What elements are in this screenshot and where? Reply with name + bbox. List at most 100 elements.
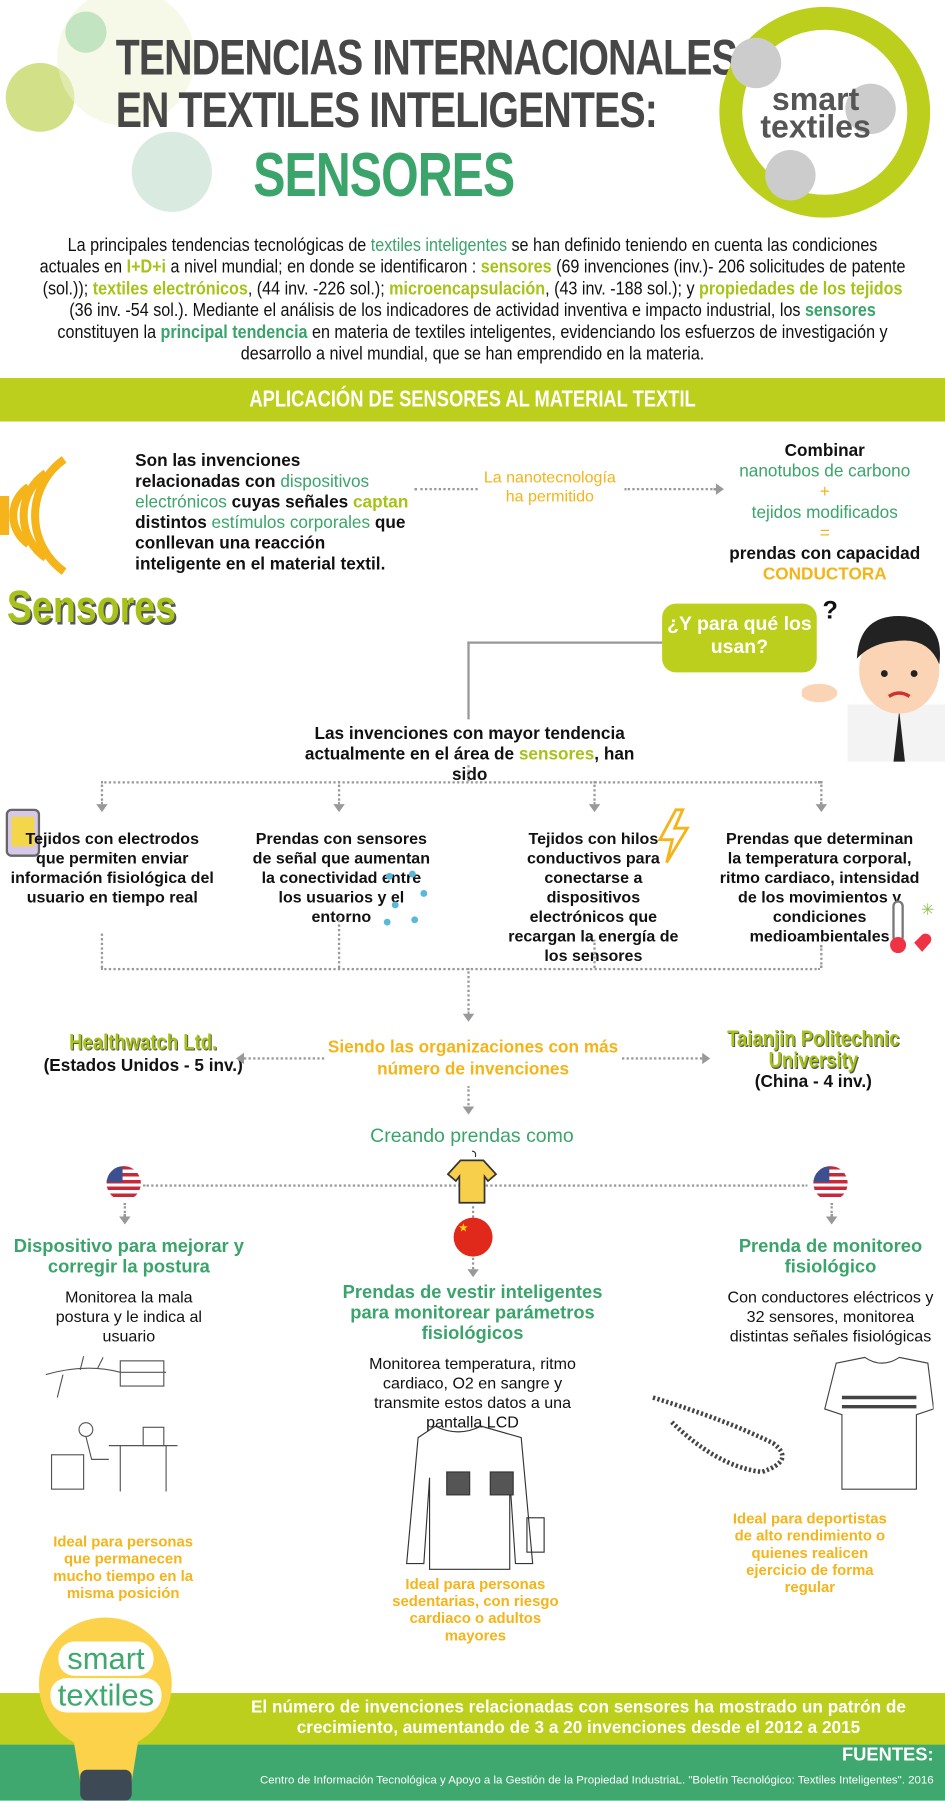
product-title: Dispositivo para mejorar y corregir la p… [13,1237,244,1278]
arrow-right-icon [702,1052,711,1065]
usa-flag-icon [813,1166,848,1201]
arrow-left-icon [235,1052,244,1065]
arrow-right-icon [715,483,724,495]
product-card: Dispositivo para mejorar y corregir la p… [6,1237,252,1346]
bubble-text: ¿Y para qué los usan? [667,612,812,658]
signal-waves-icon [0,456,67,575]
decoration [841,1395,917,1409]
decoration [471,1257,475,1270]
intro-text: en materia de textiles inteligentes, evi… [240,323,888,365]
smart-textiles-logo: smart textiles [713,6,938,219]
posture-device-drawing [45,1356,178,1492]
decoration [887,691,911,698]
decoration [910,670,918,677]
decoration [0,496,10,535]
decoration [383,870,428,926]
decoration [657,808,690,864]
org-right-detail: (China - 4 inv.) [754,1072,872,1092]
definition-highlight: estímulos corporales [211,513,371,533]
confused-man-icon [801,616,945,762]
network-icon [383,870,428,926]
decoration [471,1150,477,1158]
decoration [78,1422,94,1438]
sources-text: Centro de Información Tecnológica y Apoy… [259,1774,934,1787]
arrow-down-icon [333,804,345,813]
use-item: Tejidos con electrodos que permiten envi… [10,829,214,907]
decoration [489,1471,514,1496]
decoration [880,670,888,677]
intro-text: a nivel mundial; en donde se identificar… [166,257,481,278]
decoration [845,83,896,135]
product-card: Prendas de vestir inteligentes para moni… [332,1283,613,1432]
decoration [622,1057,703,1060]
combine-line: = [819,523,830,543]
sources-band [0,1744,945,1801]
intro-highlight: principal tendencia [160,323,308,343]
decoration [830,1202,833,1217]
arrow-down-icon [815,804,828,813]
creating-text: Creando prendas como [370,1124,574,1147]
title-line-3: SENSORES [253,140,515,210]
footer-logo-textiles: textiles [50,1678,161,1713]
connector-line [467,641,470,720]
decoration [820,781,823,805]
intro-text: La principales tendencias tecnológicas d… [67,235,371,256]
use-item: Prendas con sensores de señal que aument… [252,829,431,926]
decoration: smart textiles [747,81,884,145]
monitoring-garment-drawing [652,1356,934,1490]
decoration [123,1202,127,1217]
product-ideal: Ideal para personas sedentarias, con rie… [392,1575,559,1644]
org-left: Healthwatch Ltd. (Estados Unidos - 5 inv… [23,1031,264,1076]
decoration [892,900,904,943]
decoration [471,1206,475,1218]
footer-logo-smart: smart [58,1641,154,1676]
product-title: Prendas de vestir inteligentes para moni… [342,1282,603,1344]
banner-text: APLICACIÓN DE SENSORES AL MATERIAL TEXTI… [249,387,696,413]
intro-highlight: textiles electrónicos [92,279,248,299]
decoration [411,916,419,924]
decoration [31,456,67,575]
intro-highlight: textiles inteligentes [370,235,508,256]
definition-text: cuyas señales [226,492,353,513]
decoration [526,1517,545,1553]
sensores-heading: Sensores [6,581,177,633]
decoration [391,901,399,909]
decoration [57,0,195,126]
logo-word-textiles: textiles [760,108,871,145]
decoration [100,781,104,805]
decoration [9,483,32,548]
arrow-down-icon [462,1013,475,1022]
decoration [337,916,341,968]
decoration [142,1426,165,1447]
arrow-down-icon [96,804,108,813]
china-flag-icon: ★ [453,1217,493,1257]
decoration [856,616,941,665]
decoration [119,1216,131,1225]
decoration [467,967,470,1014]
intro-highlight: sensores [480,257,552,278]
combine-line: prendas con capacidad [729,544,921,564]
virus-decoration-icon [5,0,212,212]
intro-highlight: propiedades de los tejidos [699,279,903,299]
decoration [50,1454,85,1490]
decoration [824,1356,934,1490]
title-line-1: TENDENCIAS INTERNACIONALES [115,29,738,86]
trend-text: Las invenciones con mayor tendencia actu… [298,724,642,786]
decoration: ★ [458,1222,469,1235]
connector-line [467,765,470,782]
trend-part: Las invenciones con mayor tendencia actu… [304,723,625,765]
decoration [5,63,75,132]
lightning-icon [657,808,690,864]
decoration [11,816,35,847]
intro-text: , (43 inv. -188 sol.); y [545,279,700,299]
combine-block: Combinar nanotubos de carbono + tejidos … [722,441,928,585]
question-mark: ? [822,595,838,625]
decoration [593,939,596,968]
decoration [893,710,905,762]
combine-line: tejidos modificados [751,502,898,523]
combine-line: + [819,482,830,502]
logo-word-smart: smart [771,81,860,117]
usa-flag-icon [106,1166,141,1201]
title-line-2: EN TEXTILES INTELIGENTES: [115,82,658,139]
